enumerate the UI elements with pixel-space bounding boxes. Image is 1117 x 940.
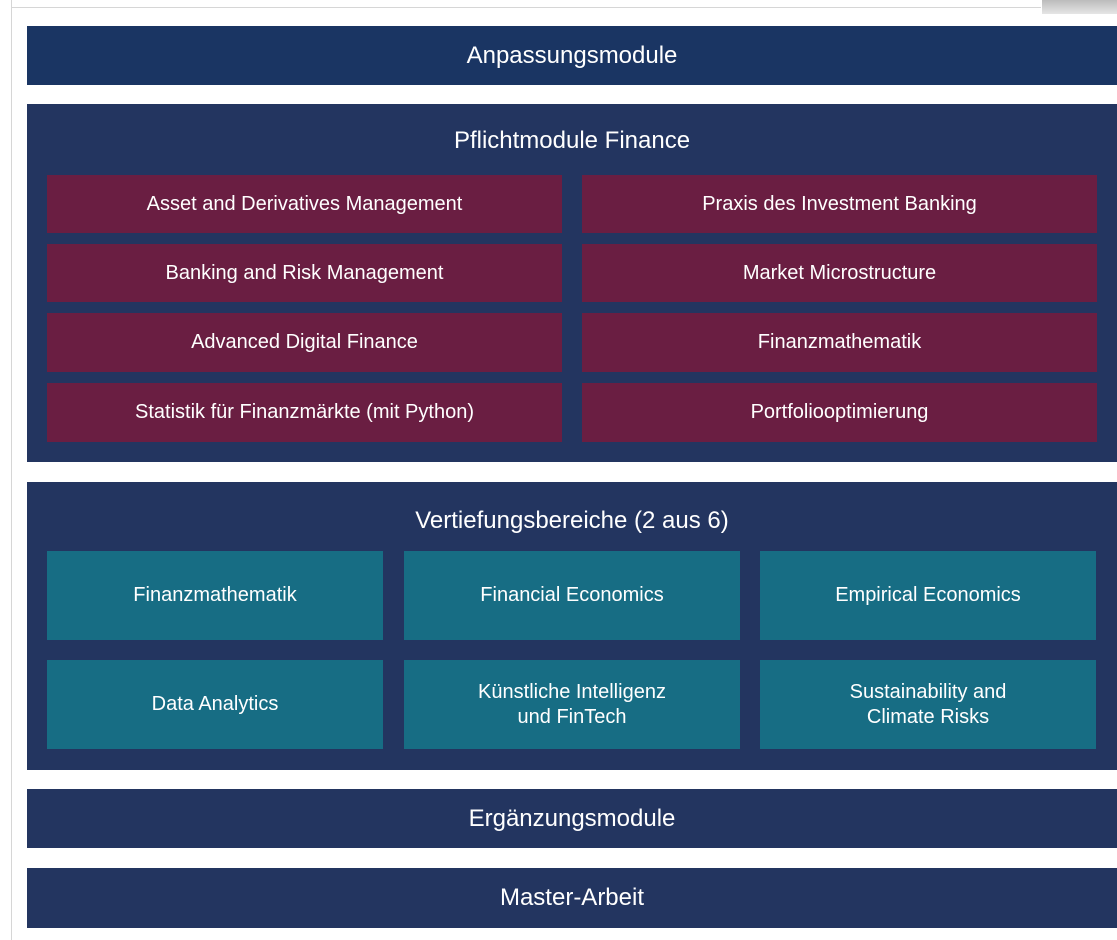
anpassungsmodule-title: Anpassungsmodule: [466, 41, 678, 69]
vertiefung-item: Financial Economics: [404, 551, 740, 640]
vertiefung-item-line2: und FinTech: [517, 705, 627, 728]
pflichtmodul-item: Statistik für Finanzmärkte (mit Python): [47, 383, 562, 442]
left-border-line: [11, 0, 12, 940]
pflichtmodul-item: Portfoliooptimierung: [582, 383, 1097, 442]
vertiefung-item: Empirical Economics: [760, 551, 1096, 640]
corner-shadow: [1042, 0, 1117, 14]
masterarbeit-title: Master-Arbeit: [499, 884, 645, 911]
vertiefungsbereiche-band: Vertiefungsbereiche (2 aus 6) Finanzmath…: [27, 482, 1117, 770]
vertiefung-item-line1: Financial Economics: [480, 584, 664, 606]
vertiefung-item: Data Analytics: [47, 660, 383, 749]
vertiefung-item-line2: Climate Risks: [866, 705, 990, 728]
pflichtmodul-item: Praxis des Investment Banking: [582, 175, 1097, 233]
vertiefung-item-line1: Empirical Economics: [835, 584, 1021, 606]
vertiefung-item-line1: Sustainability and: [849, 680, 1007, 703]
vertiefung-item: Sustainability and Climate Risks: [760, 660, 1096, 749]
vertiefung-item-line1: Data Analytics: [151, 693, 279, 715]
top-border-line: [11, 7, 1041, 8]
pflichtmodul-item: Finanzmathematik: [582, 313, 1097, 372]
anpassungsmodule-band: Anpassungsmodule: [27, 26, 1117, 85]
vertiefung-item: Finanzmathematik: [47, 551, 383, 640]
vertiefung-item-line1: Künstliche Intelligenz: [478, 680, 666, 703]
pflichtmodul-item: Market Microstructure: [582, 244, 1097, 302]
pflichtmodul-item: Asset and Derivatives Management: [47, 175, 562, 233]
pflichtmodule-title: Pflichtmodule Finance: [453, 127, 691, 154]
vertiefung-item-line1: Finanzmathematik: [133, 584, 297, 606]
pflichtmodul-item: Advanced Digital Finance: [47, 313, 562, 372]
vertiefungsbereiche-title: Vertiefungsbereiche (2 aus 6): [415, 507, 729, 534]
vertiefung-item: Künstliche Intelligenz und FinTech: [404, 660, 740, 749]
masterarbeit-band: Master-Arbeit: [27, 868, 1117, 928]
ergaenzungsmodule-title: Ergänzungsmodule: [468, 804, 676, 832]
pflichtmodule-band: Pflichtmodule Finance Asset and Derivati…: [27, 104, 1117, 462]
ergaenzungsmodule-band: Ergänzungsmodule: [27, 789, 1117, 848]
pflichtmodul-item: Banking and Risk Management: [47, 244, 562, 302]
